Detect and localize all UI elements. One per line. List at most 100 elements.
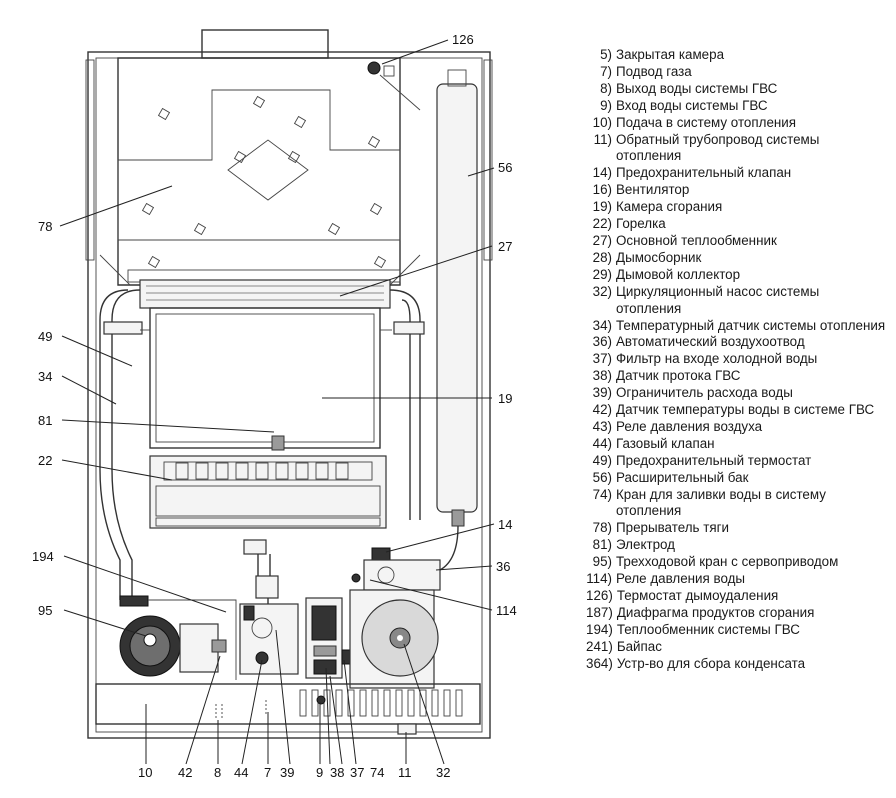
callout-78: 78 [38, 219, 52, 234]
legend-text: Циркуляционный насос системы отопления [616, 283, 820, 316]
legend-text: Теплообменник системы ГВС [616, 621, 800, 637]
legend-item: 364)Устр-во для сбора конденсата [586, 656, 886, 673]
legend-text: Обратный трубопровод системы отопления [616, 131, 820, 164]
legend-item: 7)Подвод газа [586, 64, 886, 81]
combustion-chamber [140, 307, 392, 449]
legend-text: Реле давления воздуха [616, 418, 763, 434]
legend-item: 39)Ограничитель расхода воды [586, 385, 886, 402]
callout-19: 19 [498, 391, 512, 406]
legend-item: 22)Горелка [586, 216, 886, 233]
legend-number: 56) [592, 469, 612, 485]
legend-text: Подача в систему отопления [616, 114, 797, 130]
callout-10: 10 [138, 765, 152, 780]
legend-number: 34) [592, 317, 612, 333]
legend-item: 56)Расширительный бак [586, 470, 886, 487]
legend-text: Фильтр на входе холодной воды [616, 351, 818, 367]
callout-labels: 126 56 78 27 49 34 19 81 22 14 36 194 11… [32, 32, 517, 780]
callout-22: 22 [38, 453, 52, 468]
legend-number: 126) [586, 588, 613, 603]
legend-item: 8)Выход воды системы ГВС [586, 81, 886, 98]
legend-text: Подвод газа [616, 63, 692, 79]
legend-number: 241) [586, 638, 613, 654]
legend-number: 22) [592, 216, 612, 232]
legend-text: Термостат дымоудаления [616, 588, 779, 603]
legend-text: Основной теплообменник [616, 232, 777, 248]
legend-item: 37)Фильтр на входе холодной воды [586, 351, 886, 368]
legend-number: 14) [592, 165, 612, 181]
callout-81: 81 [38, 413, 52, 428]
legend-number: 74) [592, 486, 612, 502]
legend-text: Вентилятор [616, 182, 690, 198]
legend-text: Кран для заливки воды в систему отоплени… [616, 486, 826, 519]
callout-56: 56 [498, 160, 512, 175]
boiler-diagram: 126 56 78 27 49 34 19 81 22 14 36 194 11… [32, 29, 517, 780]
legend-text: Датчик температуры воды в системе ГВС [616, 402, 875, 418]
legend-text: Выход воды системы ГВС [616, 80, 778, 96]
legend-text: Вход воды системы ГВС [616, 97, 768, 113]
legend-number: 39) [592, 385, 612, 401]
legend-number: 11) [593, 131, 612, 147]
legend-text: Дымовой коллектор [616, 266, 741, 282]
callout-39: 39 [280, 765, 294, 780]
three-way-valve [119, 615, 227, 677]
legend-number: 5) [600, 47, 612, 62]
legend-number: 114) [586, 571, 612, 587]
callout-8: 8 [214, 765, 221, 780]
callout-74: 74 [370, 765, 384, 780]
legend-number: 42) [592, 402, 612, 418]
legend-text: Газовый клапан [616, 435, 715, 451]
legend-text: Автоматический воздухоотвод [616, 334, 805, 350]
draught-diverter [99, 57, 421, 286]
legend-item: 42)Датчик температуры воды в системе ГВС [586, 402, 886, 419]
callout-36: 36 [496, 559, 510, 574]
legend-text: Температурный датчик системы отопления [616, 317, 886, 333]
leader-lines [59, 39, 495, 765]
legend-item: 43)Реле давления воздуха [586, 419, 886, 436]
legend-item: 36)Автоматический воздухоотвод [586, 334, 886, 351]
legend-text: Расширительный бак [616, 469, 749, 485]
legend-item: 16)Вентилятор [586, 182, 886, 199]
legend-item: 28)Дымосборник [586, 250, 886, 267]
legend-item: 95)Трехходовой кран с сервоприводом [586, 554, 886, 571]
legend-number: 95) [592, 554, 612, 570]
callout-7: 7 [264, 765, 271, 780]
gas-valve [239, 603, 299, 675]
legend-text: Горелка [616, 216, 666, 232]
legend-item: 78)Прерыватель тяги [586, 520, 886, 537]
legend-item: 5) Закрытая камера [586, 47, 886, 64]
legend-text: Устр-во для сбора конденсата [616, 655, 806, 671]
legend-text: Закрытая камера [616, 47, 725, 62]
gas-pipe [243, 539, 279, 604]
callout-34: 34 [38, 369, 52, 384]
legend-text: Предохранительный термостат [616, 452, 812, 468]
legend-item: 32)Циркуляционный насос системы отоплени… [586, 284, 886, 318]
electrode [271, 435, 285, 451]
dhw-heat-exchanger [119, 595, 237, 680]
legend-number: 81) [592, 537, 612, 553]
callout-44: 44 [234, 765, 248, 780]
legend-number: 187) [586, 604, 613, 620]
expansion-tank [436, 69, 478, 571]
callout-9: 9 [316, 765, 323, 780]
legend-item: 29)Дымовой коллектор [586, 267, 886, 284]
legend-number: 44) [592, 435, 612, 451]
callout-49: 49 [38, 329, 52, 344]
legend-text: Датчик протока ГВС [616, 368, 741, 384]
callout-38: 38 [330, 765, 344, 780]
legend-text: Прерыватель тяги [616, 520, 729, 536]
main-heat-exchanger [139, 279, 391, 309]
heating-pipes [99, 289, 425, 600]
legend-item: 14)Предохранительный клапан [586, 165, 886, 182]
legend-number: 28) [592, 249, 612, 265]
callout-126: 126 [452, 32, 474, 47]
legend-text: Байпас [616, 638, 662, 654]
legend-text: Электрод [616, 537, 675, 553]
legend-text: Камера сгорания [616, 199, 723, 215]
callout-37: 37 [350, 765, 364, 780]
legend-item: 11)Обратный трубопровод системы отоплени… [586, 132, 886, 166]
legend-number: 43) [592, 418, 612, 434]
legend-number: 38) [592, 368, 612, 384]
callout-114: 114 [496, 603, 517, 618]
legend-number: 19) [592, 199, 612, 215]
